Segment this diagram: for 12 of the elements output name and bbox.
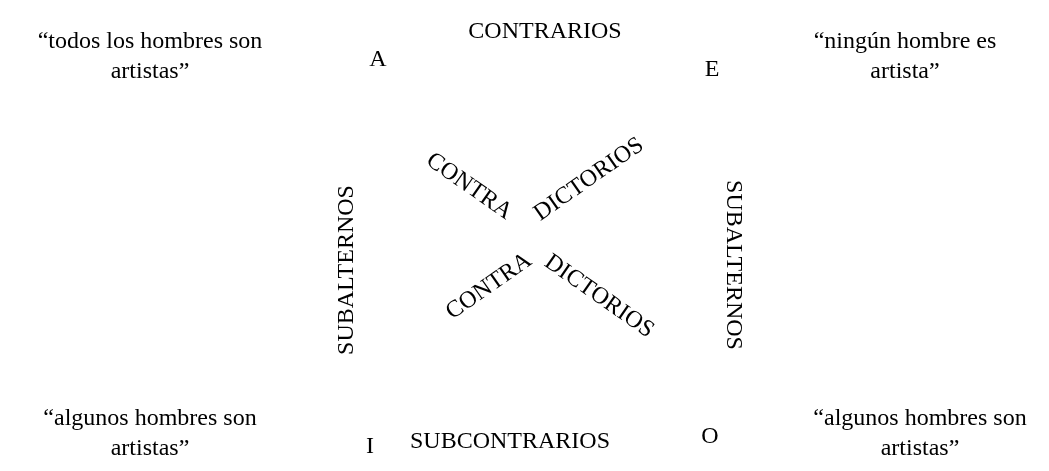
- letter-label: O: [701, 421, 719, 450]
- letter-label: I: [366, 431, 374, 460]
- relation-label: CONTRARIOS: [468, 16, 622, 45]
- letter-label: A: [369, 44, 387, 73]
- relation-label: SUBALTERNOS: [331, 185, 359, 355]
- quote-text: “ningún hombre es artista”: [812, 26, 998, 85]
- quote-text: “algunos hombres son artistas”: [812, 403, 1028, 462]
- relation-label: SUBALTERNOS: [721, 180, 749, 350]
- quote-text: “algunos hombres son artistas”: [42, 403, 258, 462]
- quote-text: “todos los hombres son artistas”: [36, 26, 264, 85]
- relation-label: SUBCONTRARIOS: [410, 426, 610, 455]
- letter-label: E: [704, 54, 720, 83]
